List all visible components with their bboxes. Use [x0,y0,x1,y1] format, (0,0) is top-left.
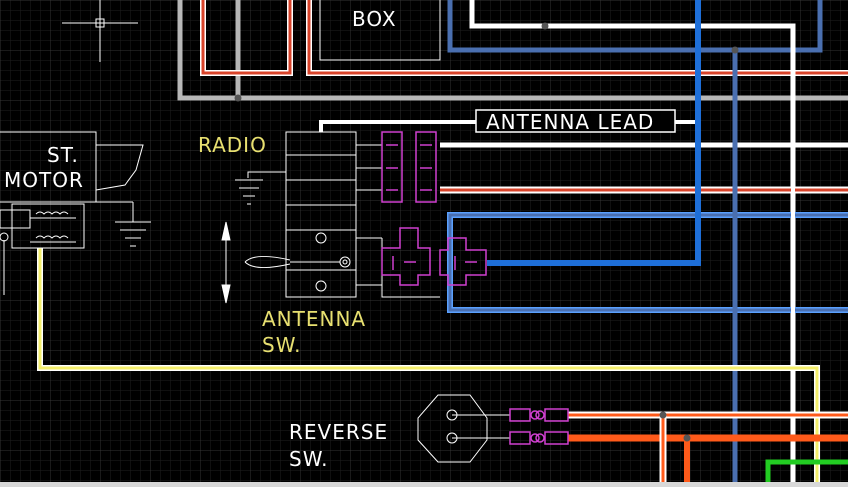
yellow-wire [37,248,820,487]
box-label: BOX [352,7,397,31]
antenna-sw-label-line2: SW. [262,333,302,357]
top-wires [177,0,848,487]
reverse-sw-label-line2: SW. [289,447,329,471]
st-motor [0,131,144,295]
reverse-sw-label-line1: REVERSE [289,420,388,444]
junction-dot [659,411,667,419]
junction-dot [731,46,739,54]
junction-dot [234,94,242,102]
radio-output-wires [440,0,848,313]
reverse-switch-wires [568,411,848,487]
junction-dot [541,22,549,30]
reverse-switch-body [417,394,510,463]
antenna-arrow-icon [221,221,231,304]
radio-label: RADIO [198,133,267,157]
st-motor-label-line2: MOTOR [4,168,84,192]
antenna-sw-label-line1: ANTENNA [262,307,366,331]
junction-dot [683,434,691,442]
radio-body [244,131,440,298]
ground-icon [115,221,151,247]
antenna-switch-connector [381,227,487,286]
reverse-switch-connector [509,408,569,445]
antenna-lead-label: ANTENNA LEAD [486,110,654,134]
ground-icon [235,171,286,205]
junction-dots [234,22,739,442]
st-motor-label-line1: ST. [47,143,79,167]
crosshair-icon [62,0,138,62]
status-strip [0,482,848,487]
radio-connector-upper [381,131,437,203]
